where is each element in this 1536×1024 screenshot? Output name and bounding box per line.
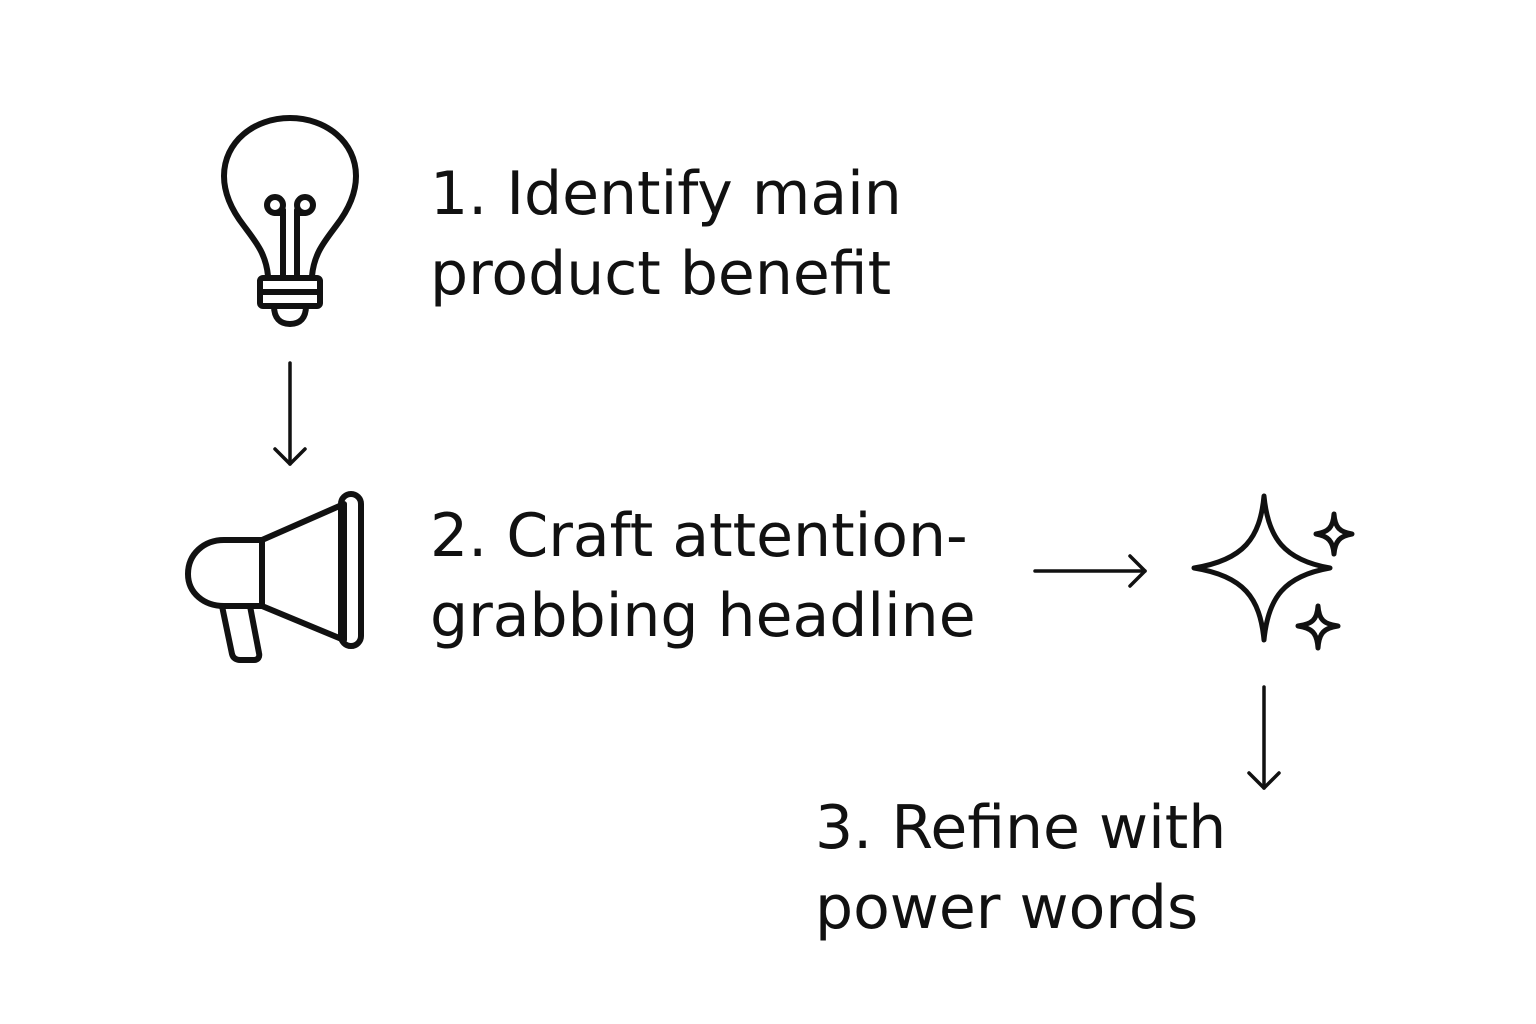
step-3-label: 3. Refine with power words [815,788,1226,948]
step-1-line-2: product benefit [430,239,892,309]
arrow-down-step1-to-step2 [270,360,310,470]
step-2-line-2: grabbing headline [430,581,976,651]
step-2-label: 2. Craft attention- grabbing headline [430,496,976,656]
step-3-line-2: power words [815,873,1199,943]
step-2-line-1: 2. Craft attention- [430,501,968,571]
step-1-label: 1. Identify main product benefit [430,154,902,314]
step-1-line-1: 1. Identify main [430,159,902,229]
arrow-right-step2-to-step3 [1032,552,1152,592]
sparkles-icon [1188,492,1360,652]
megaphone-icon [184,490,368,664]
arrow-down-sparkles-to-step3 [1244,684,1284,794]
step-3-line-1: 3. Refine with [815,793,1227,863]
lightbulb-icon [218,114,362,330]
